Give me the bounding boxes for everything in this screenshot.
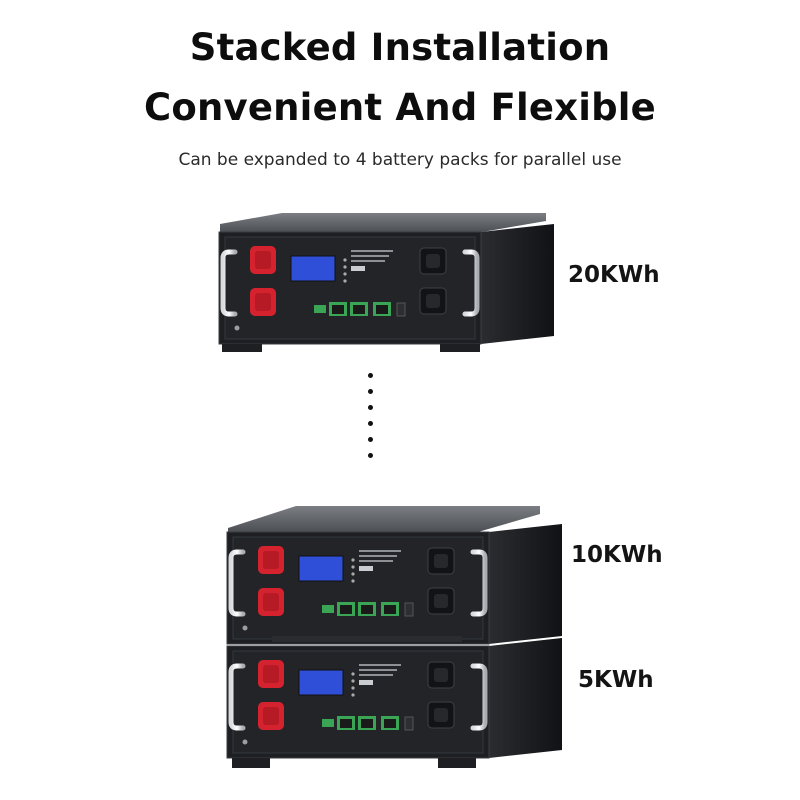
battery-module-middle bbox=[227, 506, 562, 644]
battery-module-top bbox=[219, 213, 554, 352]
battery-module-bottom bbox=[227, 638, 562, 768]
dot bbox=[368, 453, 373, 458]
page-title-line1: Stacked Installation bbox=[189, 26, 611, 69]
capacity-label-20kwh: 20KWh bbox=[568, 262, 660, 288]
dot bbox=[368, 389, 373, 394]
page-title-line2: Convenient And Flexible bbox=[144, 86, 656, 129]
page-subtitle: Can be expanded to 4 battery packs for p… bbox=[178, 150, 622, 170]
capacity-label-5kwh: 5KWh bbox=[578, 667, 654, 693]
dot bbox=[368, 421, 373, 426]
continuation-dots bbox=[368, 373, 378, 469]
dot bbox=[368, 405, 373, 410]
dot bbox=[368, 437, 373, 442]
dot bbox=[368, 373, 373, 378]
capacity-label-10kwh: 10KWh bbox=[571, 542, 663, 568]
